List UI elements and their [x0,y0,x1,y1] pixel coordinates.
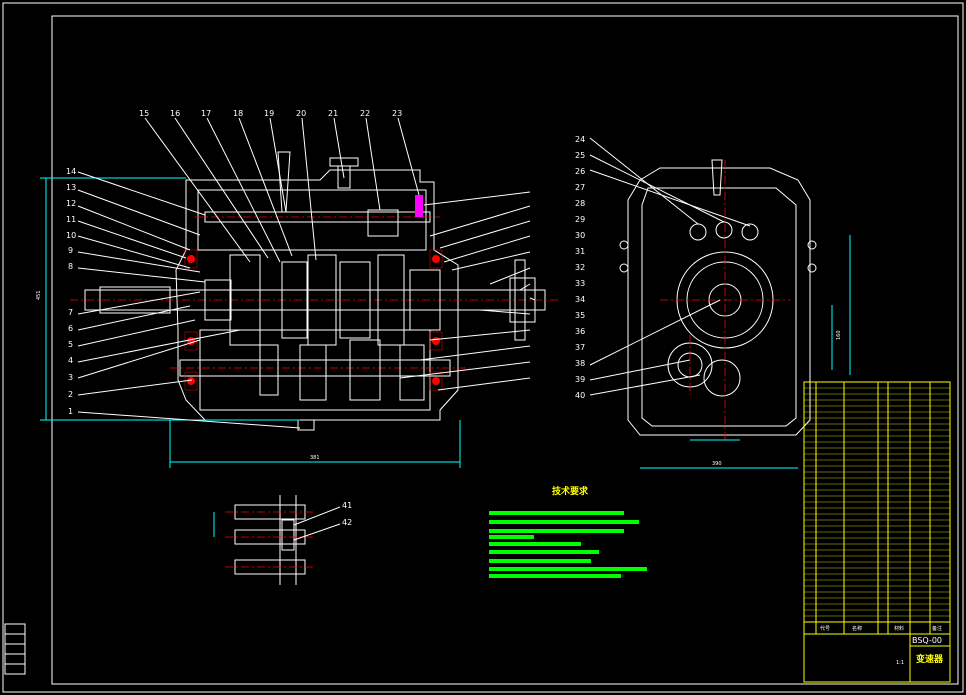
callout-40: 40 [575,391,585,400]
inner-border [51,15,959,685]
revision-stamp [4,623,26,675]
notes-heading: 技术要求 [552,485,589,497]
note-line-7 [489,559,591,563]
callout-20: 20 [296,109,306,118]
callout-34: 34 [575,295,585,304]
callout-17: 17 [201,109,211,118]
callout-33: 33 [575,279,585,288]
callout-28: 28 [575,199,585,208]
callout-37: 37 [575,343,585,352]
callout-15: 15 [139,109,149,118]
callout-24: 24 [575,135,585,144]
callout-13: 13 [66,183,76,192]
dim-front-height: 451 [36,290,42,300]
leaders-side [589,137,751,396]
callout-42: 42 [342,518,352,527]
callout-6: 6 [68,324,73,333]
callout-25: 25 [575,151,585,160]
callouts-left: 14 13 12 11 10 9 8 7 6 5 4 3 2 1 [66,167,76,416]
drawing-no: BSQ-00 [912,636,942,645]
callout-21: 21 [328,109,338,118]
callout-10: 10 [66,231,76,240]
callout-35: 35 [575,311,585,320]
drawing-title: 变速器 [916,653,944,665]
note-line-4 [489,535,534,539]
leaders-front [77,117,536,429]
callout-8: 8 [68,262,73,271]
callout-4: 4 [68,356,73,365]
callout-23: 23 [392,109,402,118]
parts-list: 代号 名称 材料 备注 BSQ-00 变速器 1:1 [803,381,951,683]
callout-11: 11 [66,215,76,224]
callout-5: 5 [68,340,73,349]
callout-36: 36 [575,327,585,336]
callout-38: 38 [575,359,585,368]
col-header-remark: 备注 [932,625,942,632]
callout-16: 16 [170,109,180,118]
col-header-code: 代号 [820,625,830,632]
technical-notes: 技术要求 [489,485,647,578]
callout-18: 18 [233,109,243,118]
callout-39: 39 [575,375,585,384]
callout-12: 12 [66,199,76,208]
callout-30: 30 [575,231,585,240]
note-line-5 [489,542,581,546]
callout-27: 27 [575,183,585,192]
callout-2: 2 [68,390,73,399]
note-line-6 [489,550,599,554]
dim-side-center: 160 [836,330,842,340]
callout-31: 31 [575,247,585,256]
callout-1: 1 [68,407,73,416]
callout-3: 3 [68,373,73,382]
callout-22: 22 [360,109,370,118]
callout-32: 32 [575,263,585,272]
callout-14: 14 [66,167,76,176]
callouts-top: 15 16 17 18 19 20 21 22 23 [139,109,402,118]
side-view: 390 160 [619,159,851,469]
callout-41: 41 [342,501,352,510]
callout-7: 7 [68,308,73,317]
callouts-detail: 41 42 [342,501,352,527]
col-header-name: 名称 [852,625,862,632]
callout-19: 19 [264,109,274,118]
note-line-3 [489,529,624,533]
note-line-1 [489,511,624,515]
col-header-material: 材料 [894,625,904,632]
detail-view [213,495,341,585]
note-line-9 [489,574,621,578]
highlight-marker [415,195,423,217]
dim-front-width: 381 [310,455,320,461]
callout-9: 9 [68,246,73,255]
callout-29: 29 [575,215,585,224]
note-line-2 [489,520,639,524]
dim-side-width: 390 [712,461,722,467]
callouts-right: 24 25 26 27 28 29 30 31 32 33 34 35 36 3… [575,135,585,400]
drawing-scale: 1:1 [896,660,904,666]
note-line-8 [489,567,647,571]
callout-26: 26 [575,167,585,176]
